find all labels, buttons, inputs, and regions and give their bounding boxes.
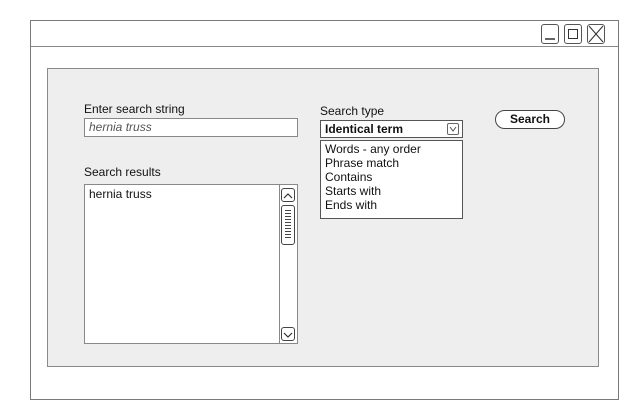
- scrollbar[interactable]: [279, 185, 297, 343]
- chevron-down-icon: [283, 332, 293, 338]
- app-window: Enter search string hernia truss Search …: [30, 20, 619, 400]
- maximize-icon: [568, 29, 578, 39]
- search-results-list[interactable]: hernia truss: [84, 184, 298, 344]
- title-bar: [31, 21, 618, 47]
- search-string-label: Enter search string: [84, 102, 185, 116]
- search-input[interactable]: hernia truss: [84, 118, 298, 137]
- minimize-button[interactable]: [541, 24, 559, 44]
- scroll-thumb[interactable]: [281, 205, 295, 245]
- search-type-label: Search type: [320, 104, 385, 118]
- close-icon: [588, 25, 604, 43]
- option-starts-with[interactable]: Starts with: [325, 184, 382, 198]
- option-phrase-match[interactable]: Phrase match: [325, 156, 400, 170]
- option-words-any-order[interactable]: Words - any order: [325, 142, 421, 156]
- minimize-icon: [545, 38, 555, 40]
- search-type-dropdown[interactable]: Words - any order Phrase match Contains …: [320, 140, 463, 219]
- search-button[interactable]: Search: [495, 110, 565, 129]
- scroll-down-button[interactable]: [281, 327, 295, 341]
- option-ends-with[interactable]: Ends with: [325, 198, 378, 212]
- search-results-label: Search results: [84, 165, 161, 179]
- search-panel: Enter search string hernia truss Search …: [47, 68, 599, 367]
- close-button[interactable]: [587, 24, 605, 44]
- scroll-up-button[interactable]: [281, 188, 295, 202]
- chevron-down-icon: [447, 123, 459, 135]
- option-contains[interactable]: Contains: [325, 170, 373, 184]
- chevron-up-icon: [283, 193, 293, 199]
- search-type-select[interactable]: Identical term: [320, 120, 463, 138]
- selected-search-type: Identical term: [325, 122, 404, 136]
- list-item[interactable]: hernia truss: [89, 187, 152, 201]
- maximize-button[interactable]: [564, 24, 582, 44]
